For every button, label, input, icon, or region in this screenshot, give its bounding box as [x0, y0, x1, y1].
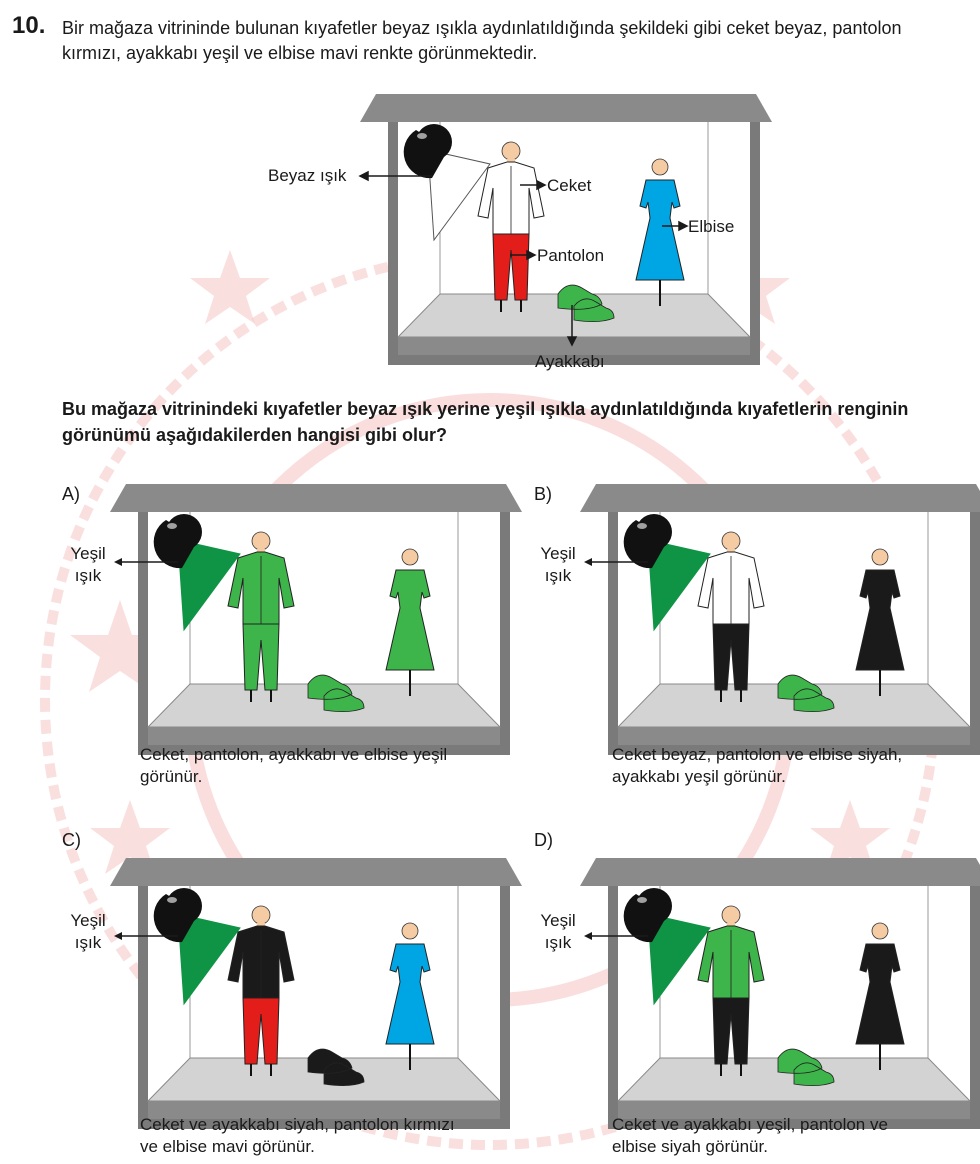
trousers	[712, 997, 750, 1065]
option-b-caption: Ceket beyaz, pantolon ve elbise siyah,ay…	[612, 745, 903, 786]
option-a-caption: Ceket, pantolon, ayakkabı ve elbise yeşi…	[140, 745, 448, 786]
trousers	[242, 623, 280, 691]
label-trousers: Pantolon	[537, 246, 605, 265]
question-number: 10.	[12, 12, 46, 39]
dress-head	[871, 548, 889, 566]
vitrine-roof	[580, 484, 980, 512]
light-label-arrowhead	[584, 558, 592, 566]
option-a-letter[interactable]: A)	[62, 484, 80, 504]
trousers	[712, 623, 750, 691]
dress-head	[871, 922, 889, 940]
main-label-arrows	[358, 170, 689, 347]
dress	[635, 179, 685, 281]
vitrine-roof	[360, 94, 772, 122]
label-jacket: Ceket	[547, 176, 592, 195]
main-vitrine-diagram	[358, 94, 772, 365]
light-label-arrowhead	[584, 932, 592, 940]
dress-head	[651, 158, 669, 176]
trousers	[492, 233, 530, 301]
option-b-letter[interactable]: B)	[534, 484, 552, 504]
light-beam	[647, 913, 711, 1006]
shoes	[777, 674, 835, 712]
label-dress: Elbise	[688, 217, 735, 236]
shoes	[307, 674, 365, 712]
option-c-caption: Ceket ve ayakkabı siyah, pantolon kırmız…	[140, 1115, 455, 1156]
question-text: Bir mağaza vitrininde bulunan kıyafetler…	[62, 18, 902, 63]
trousers	[242, 997, 280, 1065]
light-beam	[177, 913, 241, 1006]
light-beam	[647, 539, 711, 632]
shoes	[557, 284, 615, 322]
dress-head	[401, 922, 419, 940]
shoes	[777, 1048, 835, 1086]
light-label-arrowhead	[114, 558, 122, 566]
light-beam	[427, 149, 491, 242]
dress	[385, 569, 435, 671]
dress	[855, 569, 905, 671]
vitrine-roof	[110, 484, 522, 512]
option-c-letter[interactable]: C)	[62, 830, 81, 850]
light-beam	[177, 539, 241, 632]
question-prompt: Bu mağaza vitrinindeki kıyafetler beyaz …	[62, 399, 909, 445]
light-label-arrowhead	[114, 932, 122, 940]
jacket-head	[721, 905, 741, 925]
dress-head	[401, 548, 419, 566]
shoes	[307, 1048, 365, 1086]
label-shoes: Ayakkabı	[535, 352, 605, 371]
option-d-letter[interactable]: D)	[534, 830, 553, 850]
vitrine-roof	[110, 858, 522, 886]
label-white-light: Beyaz ışık	[268, 166, 347, 185]
vitrine-roof	[580, 858, 980, 886]
dress	[385, 943, 435, 1045]
dress	[855, 943, 905, 1045]
